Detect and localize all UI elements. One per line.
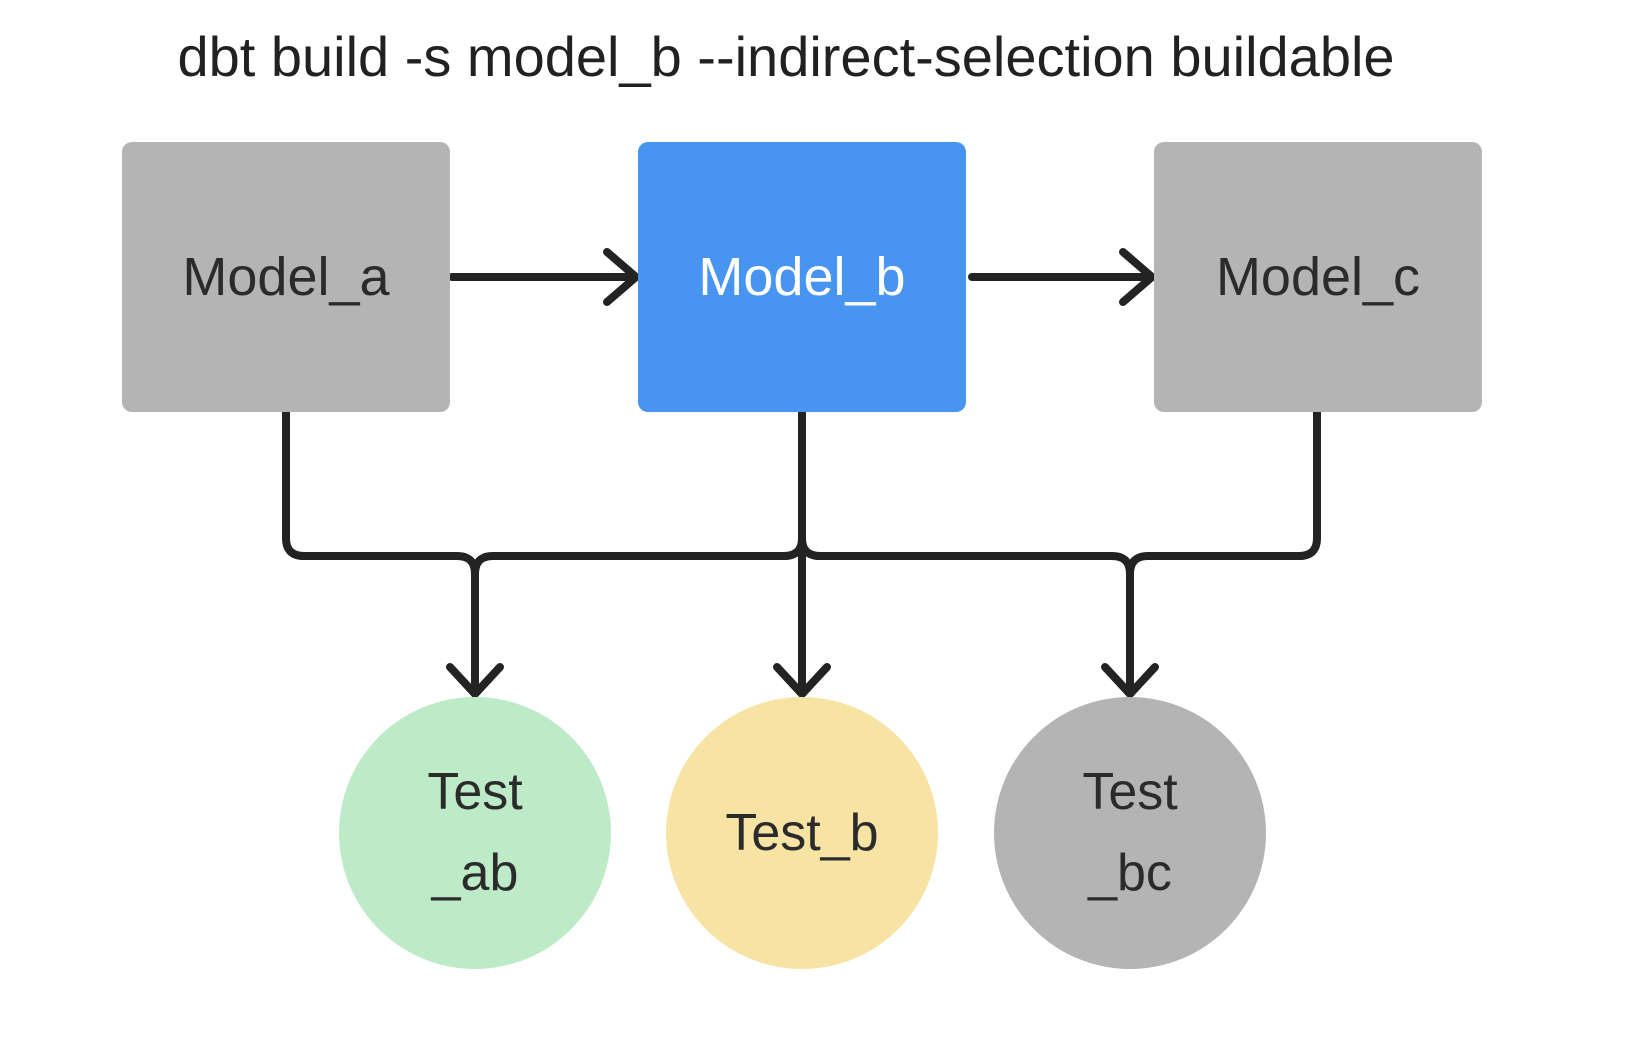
edge-model-c-to-test-bc bbox=[1126, 408, 1321, 578]
arrowhead-model-a-to-model-b bbox=[603, 248, 640, 306]
arrowhead-test-b bbox=[773, 663, 831, 698]
arrowhead-model-b-to-model-c bbox=[1119, 248, 1156, 306]
test-bc-label-line2: _bc bbox=[1088, 844, 1172, 902]
model-node-c: Model_c bbox=[1154, 142, 1482, 412]
arrowhead-test-ab bbox=[446, 663, 504, 698]
model-c-label: Model_c bbox=[1215, 247, 1421, 307]
test-b-label: Test_b bbox=[725, 803, 879, 862]
page-title: dbt build -s model_b --indirect-selectio… bbox=[177, 25, 1395, 88]
edge-model-a-to-test-ab bbox=[282, 408, 479, 692]
arrowhead-test-bc bbox=[1101, 663, 1159, 698]
test-ab-label-line2: _ab bbox=[431, 844, 519, 902]
edge-model-b-to-test-bc bbox=[798, 534, 1134, 692]
model-b-label: Model_b bbox=[698, 247, 906, 307]
test-node-bc: Test _bc bbox=[994, 697, 1266, 969]
model-node-b-selected: Model_b bbox=[638, 142, 966, 412]
test-bc-label-line1: Test bbox=[1082, 763, 1178, 822]
test-node-ab: Test _ab bbox=[339, 697, 611, 969]
test-ab-label-line1: Test bbox=[427, 763, 523, 822]
model-node-a: Model_a bbox=[122, 142, 450, 412]
model-a-label: Model_a bbox=[182, 247, 390, 307]
test-node-b: Test_b bbox=[666, 697, 938, 969]
edge-model-b-to-test-ab bbox=[471, 534, 806, 578]
